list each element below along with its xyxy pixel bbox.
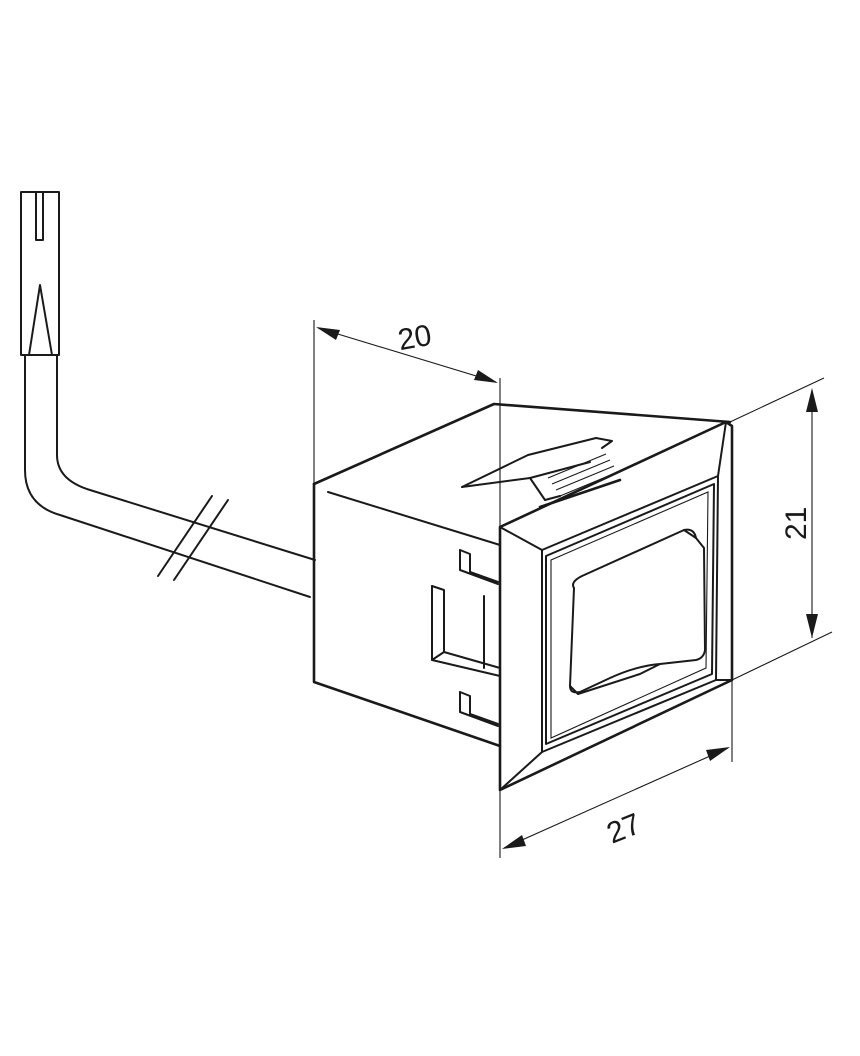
dimension-label-20: 20 xyxy=(395,319,434,357)
dimension-label-27: 27 xyxy=(602,807,645,850)
cable xyxy=(24,354,316,598)
dimension-label-21: 21 xyxy=(780,507,813,540)
flat-connector xyxy=(20,191,60,356)
dimension-20: 20 xyxy=(313,319,501,527)
dimension-21: 21 xyxy=(729,377,833,681)
switch-housing xyxy=(312,402,732,748)
dimension-27: 27 xyxy=(499,680,733,858)
front-bezel xyxy=(498,420,734,792)
top-ribbed-tab xyxy=(461,437,622,509)
cable-break-symbol xyxy=(157,495,213,577)
rocker-actuator xyxy=(569,528,706,695)
